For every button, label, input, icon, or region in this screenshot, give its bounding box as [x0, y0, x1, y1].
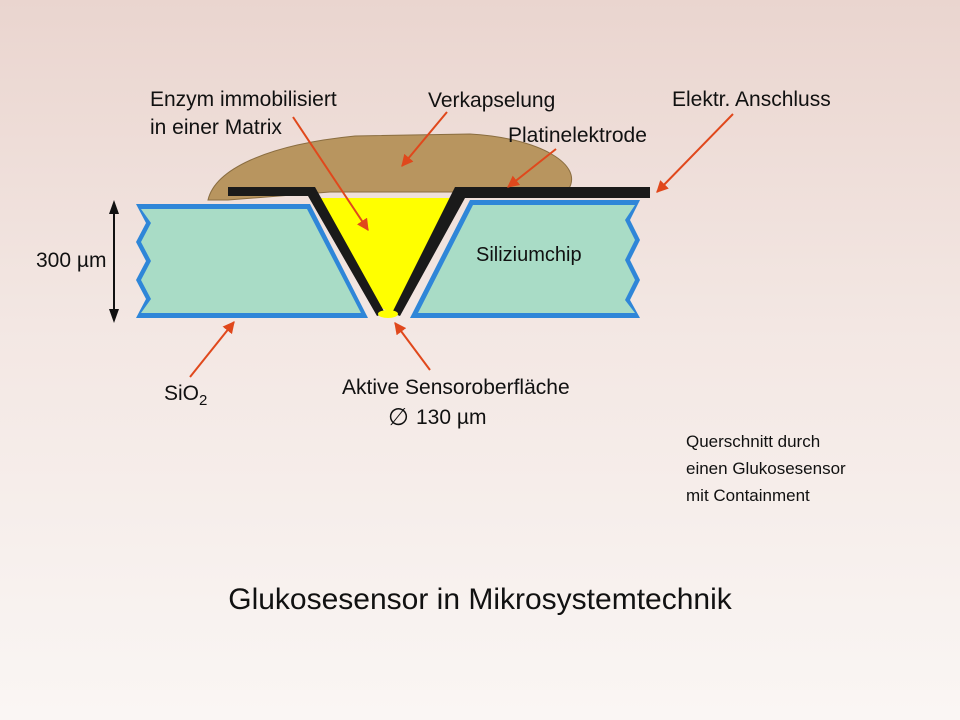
arrow-electrical-connection	[656, 113, 734, 193]
encapsulation-dome	[207, 133, 573, 201]
label-encapsulation: Verkapselung	[428, 89, 555, 112]
page-title: Glukosesensor in Mikrosystemtechnik	[228, 583, 732, 616]
arrow-active-surface	[394, 322, 431, 371]
caption-line-1: Querschnitt durch	[686, 432, 821, 451]
label-active-surface: Aktive Sensoroberfläche	[342, 376, 570, 399]
label-silicon-chip: Siliziumchip	[476, 244, 582, 266]
label-thickness: 300 µm	[36, 249, 106, 272]
arrow-oxide	[189, 321, 235, 378]
enzyme-matrix	[318, 198, 462, 311]
arrow-platinum-electrode	[507, 148, 557, 188]
label-platinum-electrode: Platinelektrode	[508, 124, 647, 147]
label-enzyme-line1: Enzym immobilisiert	[150, 88, 337, 111]
active-sensor-surface	[378, 310, 398, 318]
label-electrical-connection: Elektr. Anschluss	[672, 88, 831, 111]
silicon-chip-left	[136, 204, 368, 318]
label-diameter-value: 130 µm	[416, 406, 486, 429]
label-oxide: SiO2	[164, 382, 207, 409]
arrow-enzyme	[292, 116, 369, 231]
caption-line-3: mit Containment	[686, 486, 810, 505]
diagram-caption: Querschnitt durch einen Glukosesensor mi…	[686, 428, 846, 509]
label-oxide-subscript: 2	[199, 392, 207, 409]
thickness-dimension	[109, 200, 119, 323]
caption-line-2: einen Glukosesensor	[686, 459, 846, 478]
arrow-encapsulation	[401, 111, 448, 167]
diameter-icon: ∅	[388, 404, 409, 431]
silicon-chip-right	[410, 200, 640, 318]
label-oxide-base: SiO	[164, 382, 199, 405]
label-enzyme-line2: in einer Matrix	[150, 116, 282, 139]
